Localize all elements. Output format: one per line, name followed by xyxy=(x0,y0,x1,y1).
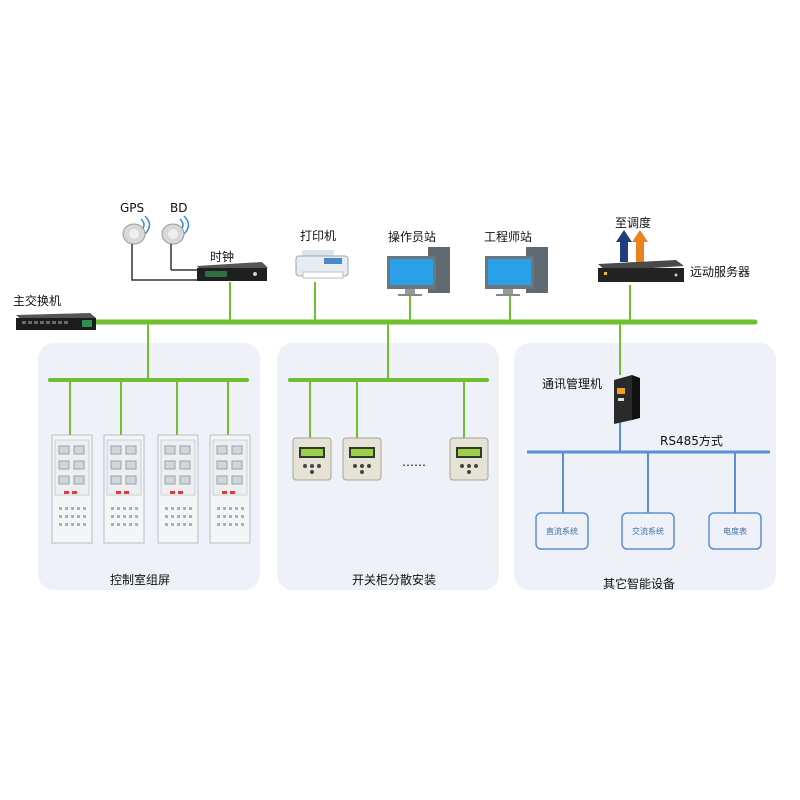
rs485-device-box: 交流系统 xyxy=(621,512,675,550)
cabinet-panel-icon xyxy=(51,434,93,544)
protection-relay-icon xyxy=(292,437,332,481)
gps-label: GPS xyxy=(120,201,144,215)
remote-server-label: 远动服务器 xyxy=(690,264,750,279)
rs485-device-box: 电度表 xyxy=(708,512,762,550)
rs485-device-label: 电度表 xyxy=(723,526,747,536)
dispatch-label: 至调度 xyxy=(615,215,651,230)
clock-device-icon xyxy=(197,262,268,281)
gps-antenna-icon xyxy=(122,215,151,270)
comm-manager-label: 通讯管理机 xyxy=(542,376,602,391)
gps-cable xyxy=(131,270,198,281)
rs485-device-label: 直流系统 xyxy=(546,526,578,536)
group-panel-control-room xyxy=(38,343,260,590)
main-switch-label: 主交换机 xyxy=(13,293,61,308)
operator-label: 操作员站 xyxy=(388,229,436,244)
clock-label: 时钟 xyxy=(210,249,234,264)
rs485-device-box: 直流系统 xyxy=(535,512,589,550)
comm-manager-device xyxy=(614,375,640,424)
protection-relay-icon xyxy=(342,437,382,481)
cabinet-panel-icon xyxy=(103,434,145,544)
remote-server-icon xyxy=(598,260,684,282)
switchgear-title: 开关柜分散安装 xyxy=(352,572,436,587)
control-room-drops xyxy=(69,380,229,435)
cabinet-panel-icon xyxy=(209,434,251,544)
rs485-device-label: 交流系统 xyxy=(632,526,664,536)
printer-icon xyxy=(295,250,349,279)
dispatch-arrows-icon xyxy=(616,230,648,262)
protection-relay-icon xyxy=(449,437,489,481)
bd-label: BD xyxy=(170,201,187,215)
operator-workstation-icon xyxy=(387,247,450,296)
control-room-title: 控制室组屏 xyxy=(110,572,170,587)
engineer-label: 工程师站 xyxy=(484,229,532,244)
rs485-label: RS485方式 xyxy=(660,433,723,448)
other-devices-title: 其它智能设备 xyxy=(603,576,675,591)
switchgear-drops xyxy=(309,380,465,440)
switchgear-ellipsis: …… xyxy=(402,455,426,469)
rs485-drops xyxy=(562,452,736,513)
bd-antenna-icon xyxy=(161,215,190,270)
printer-label: 打印机 xyxy=(300,229,336,243)
cabinet-panel-icon xyxy=(157,434,199,544)
engineer-workstation-icon xyxy=(485,247,548,296)
main-switch-icon xyxy=(16,313,96,330)
group-panel-switchgear xyxy=(277,343,499,590)
